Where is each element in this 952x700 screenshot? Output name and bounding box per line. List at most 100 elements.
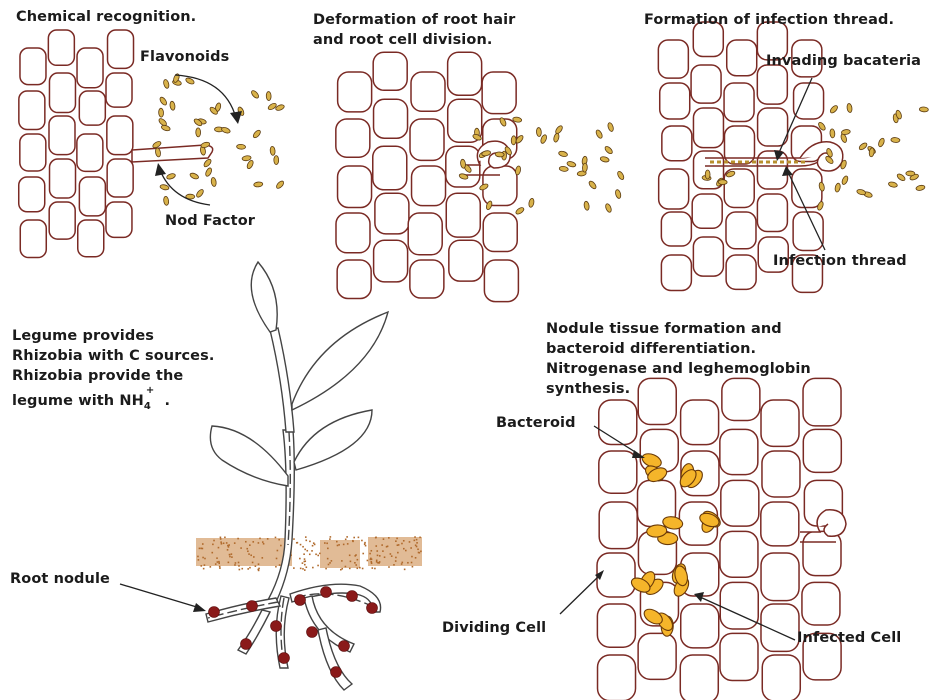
soil-speck [352,540,354,542]
soil-speck [276,558,278,560]
root-cell [338,72,372,112]
soil-speck [414,540,416,542]
root-nodule [279,653,290,664]
soil-speck [199,548,201,550]
soil-speck [364,542,366,544]
root-cell [659,169,689,209]
soil-speck [341,568,343,570]
nodule-text-line-1: Nodule tissue formation and [546,320,782,338]
soil-speck [319,553,321,555]
bacterium [553,133,560,143]
soil-speck [211,552,213,554]
root-cell [597,604,635,647]
legume-text-line-2: Rhizobia with C sources. [12,347,214,365]
root-cell [338,166,372,208]
root-cell [720,582,758,629]
soil-speck [258,570,260,572]
root-cells-panel-2 [336,52,519,301]
bacterium [196,128,201,137]
soil-speck [216,557,218,559]
root-cell [50,159,76,198]
soil-speck [220,541,222,543]
soil-speck [252,562,254,564]
bacterium [266,91,271,100]
root-cell [446,193,480,237]
soil-speck [247,568,249,570]
bacterium [274,156,279,165]
soil-speck [228,544,230,546]
soil-speck [401,563,403,565]
soil-speck [419,537,421,539]
soil-speck [309,554,311,556]
bacteroid-label: Bacteroid [496,414,576,432]
soil-speck [382,550,384,552]
soil-speck [200,565,202,567]
soil-speck [221,543,223,545]
panel-2-title-line-1: Deformation of root hair [313,11,515,29]
soil-speck [379,555,381,557]
soil-speck [362,568,364,570]
soil-speck [326,543,328,545]
soil-speck [412,566,414,568]
soil-speck [258,563,260,565]
bacterium [705,170,710,179]
soil-speck [410,547,412,549]
soil-speck [197,556,199,558]
bacterium [846,103,852,113]
soil-speck [393,564,395,566]
root-nodule [209,607,220,618]
bacterium [211,177,217,187]
root-cell [106,202,132,237]
soil-speck [415,544,417,546]
root-cell [757,65,787,104]
soil-speck [376,561,378,563]
soil-speck [407,562,409,564]
root-cell [662,126,692,161]
soil-speck [411,556,413,558]
root-cell [106,73,132,107]
bacterium [829,104,839,114]
soil-speck [229,556,231,558]
panel-2-title-line-2: and root cell division. [313,31,492,49]
soil-speck [383,538,385,540]
soil-speck [349,554,351,556]
bacterium [830,129,836,138]
soil-speck [300,568,302,570]
bacterium [158,108,163,117]
soil-speck [204,558,206,560]
root-cell [757,194,787,232]
bacterium [270,146,276,155]
root-cell [20,220,46,258]
soil-speck [411,562,413,564]
soil-speck [229,554,231,556]
soil-speck [353,537,355,539]
bacterium [919,107,928,112]
root-cell [681,604,719,648]
soil-speck [312,545,314,547]
root-cell [721,480,759,526]
root-cell [720,531,758,577]
soil-speck [312,567,314,569]
soil-speck [375,545,377,547]
infected-cell-label: Infected Cell [797,629,901,647]
bacterium [891,137,900,143]
soil-speck [395,560,397,562]
root-cell [375,193,409,234]
soil-speck [415,557,417,559]
soil-speck [417,548,419,550]
nod-factor-arrowhead [155,163,166,176]
soil-speck [198,559,200,561]
root-cell [658,40,688,78]
root-cell [108,30,134,68]
ammonium-superscript: + [146,385,154,396]
root-cell [20,134,46,171]
soil-speck [213,540,215,542]
soil-speck [420,551,422,553]
root-cell [726,212,756,249]
soil-speck [245,541,247,543]
root-cell [802,582,840,625]
soil-speck [262,541,264,543]
soil-speck [347,543,349,545]
root-cell [373,52,407,90]
soil-speck [343,544,345,546]
